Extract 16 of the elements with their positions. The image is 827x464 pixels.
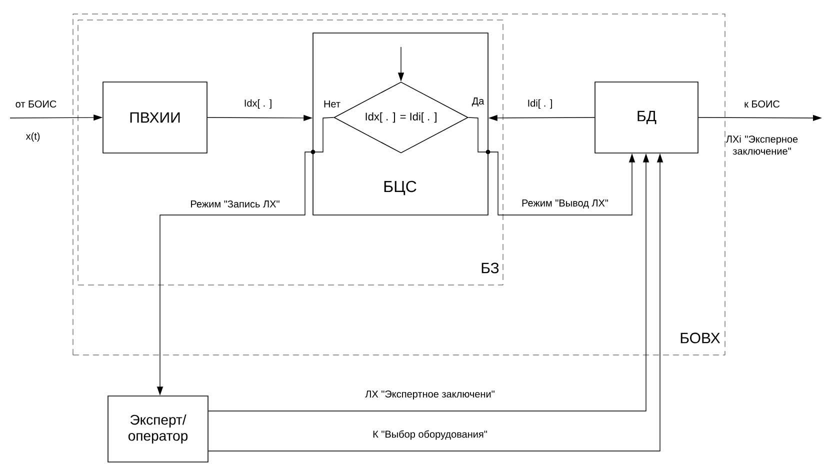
frame-label: БОВХ	[680, 332, 720, 344]
edge-label: Режим "Запись ЛХ"	[189, 199, 281, 209]
frame-label: БЗ	[482, 262, 499, 274]
edge-label: Idi[ . ]	[526, 98, 554, 110]
edge-label: от БОИС	[14, 99, 58, 109]
process-box: БД	[594, 82, 698, 154]
edge-label: к БОИС	[743, 99, 781, 109]
edge-label: Idx[ . ]	[242, 98, 274, 110]
note-text: Нет	[324, 100, 340, 108]
edge-label: К "Выбор оборудования"	[372, 429, 488, 441]
note-text: x(t)	[26, 132, 40, 142]
edge-label: Режим "Вывод ЛХ"	[520, 198, 610, 210]
process-box: ПВХИИ	[102, 82, 208, 154]
note-text: ЛХi "Эксперное заключение"	[726, 135, 798, 155]
edge-label: ЛХ "Экспертное заключени"	[364, 389, 496, 401]
process-box: Эксперт/ оператор	[108, 396, 208, 462]
